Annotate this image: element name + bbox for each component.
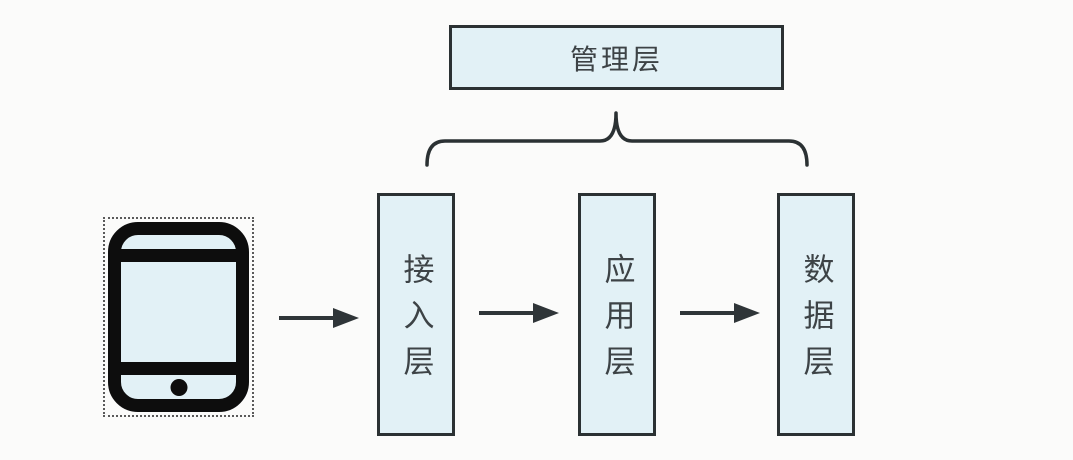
flow-arrow-access-to-application-icon [479,303,559,323]
phone-home-button-icon [170,379,187,396]
flow-arrow-client-to-access-icon [279,308,359,328]
phone-bottom-bar [121,362,236,375]
flow-arrow-application-to-data-icon [680,303,760,323]
layer-label-application: 应用层 [599,253,635,391]
layer-box-data: 数据层 [777,193,855,436]
brace-connector-icon [425,111,809,167]
layer-box-access: 接入层 [377,193,455,436]
management-layer-box: 管理层 [449,25,784,90]
client-device [103,217,254,417]
layer-box-application: 应用层 [578,193,656,436]
smartphone-icon [108,222,249,412]
layer-label-data: 数据层 [798,253,834,391]
management-layer-label: 管理层 [569,43,663,75]
phone-top-bar [121,249,236,262]
layer-label-access: 接入层 [398,253,434,391]
